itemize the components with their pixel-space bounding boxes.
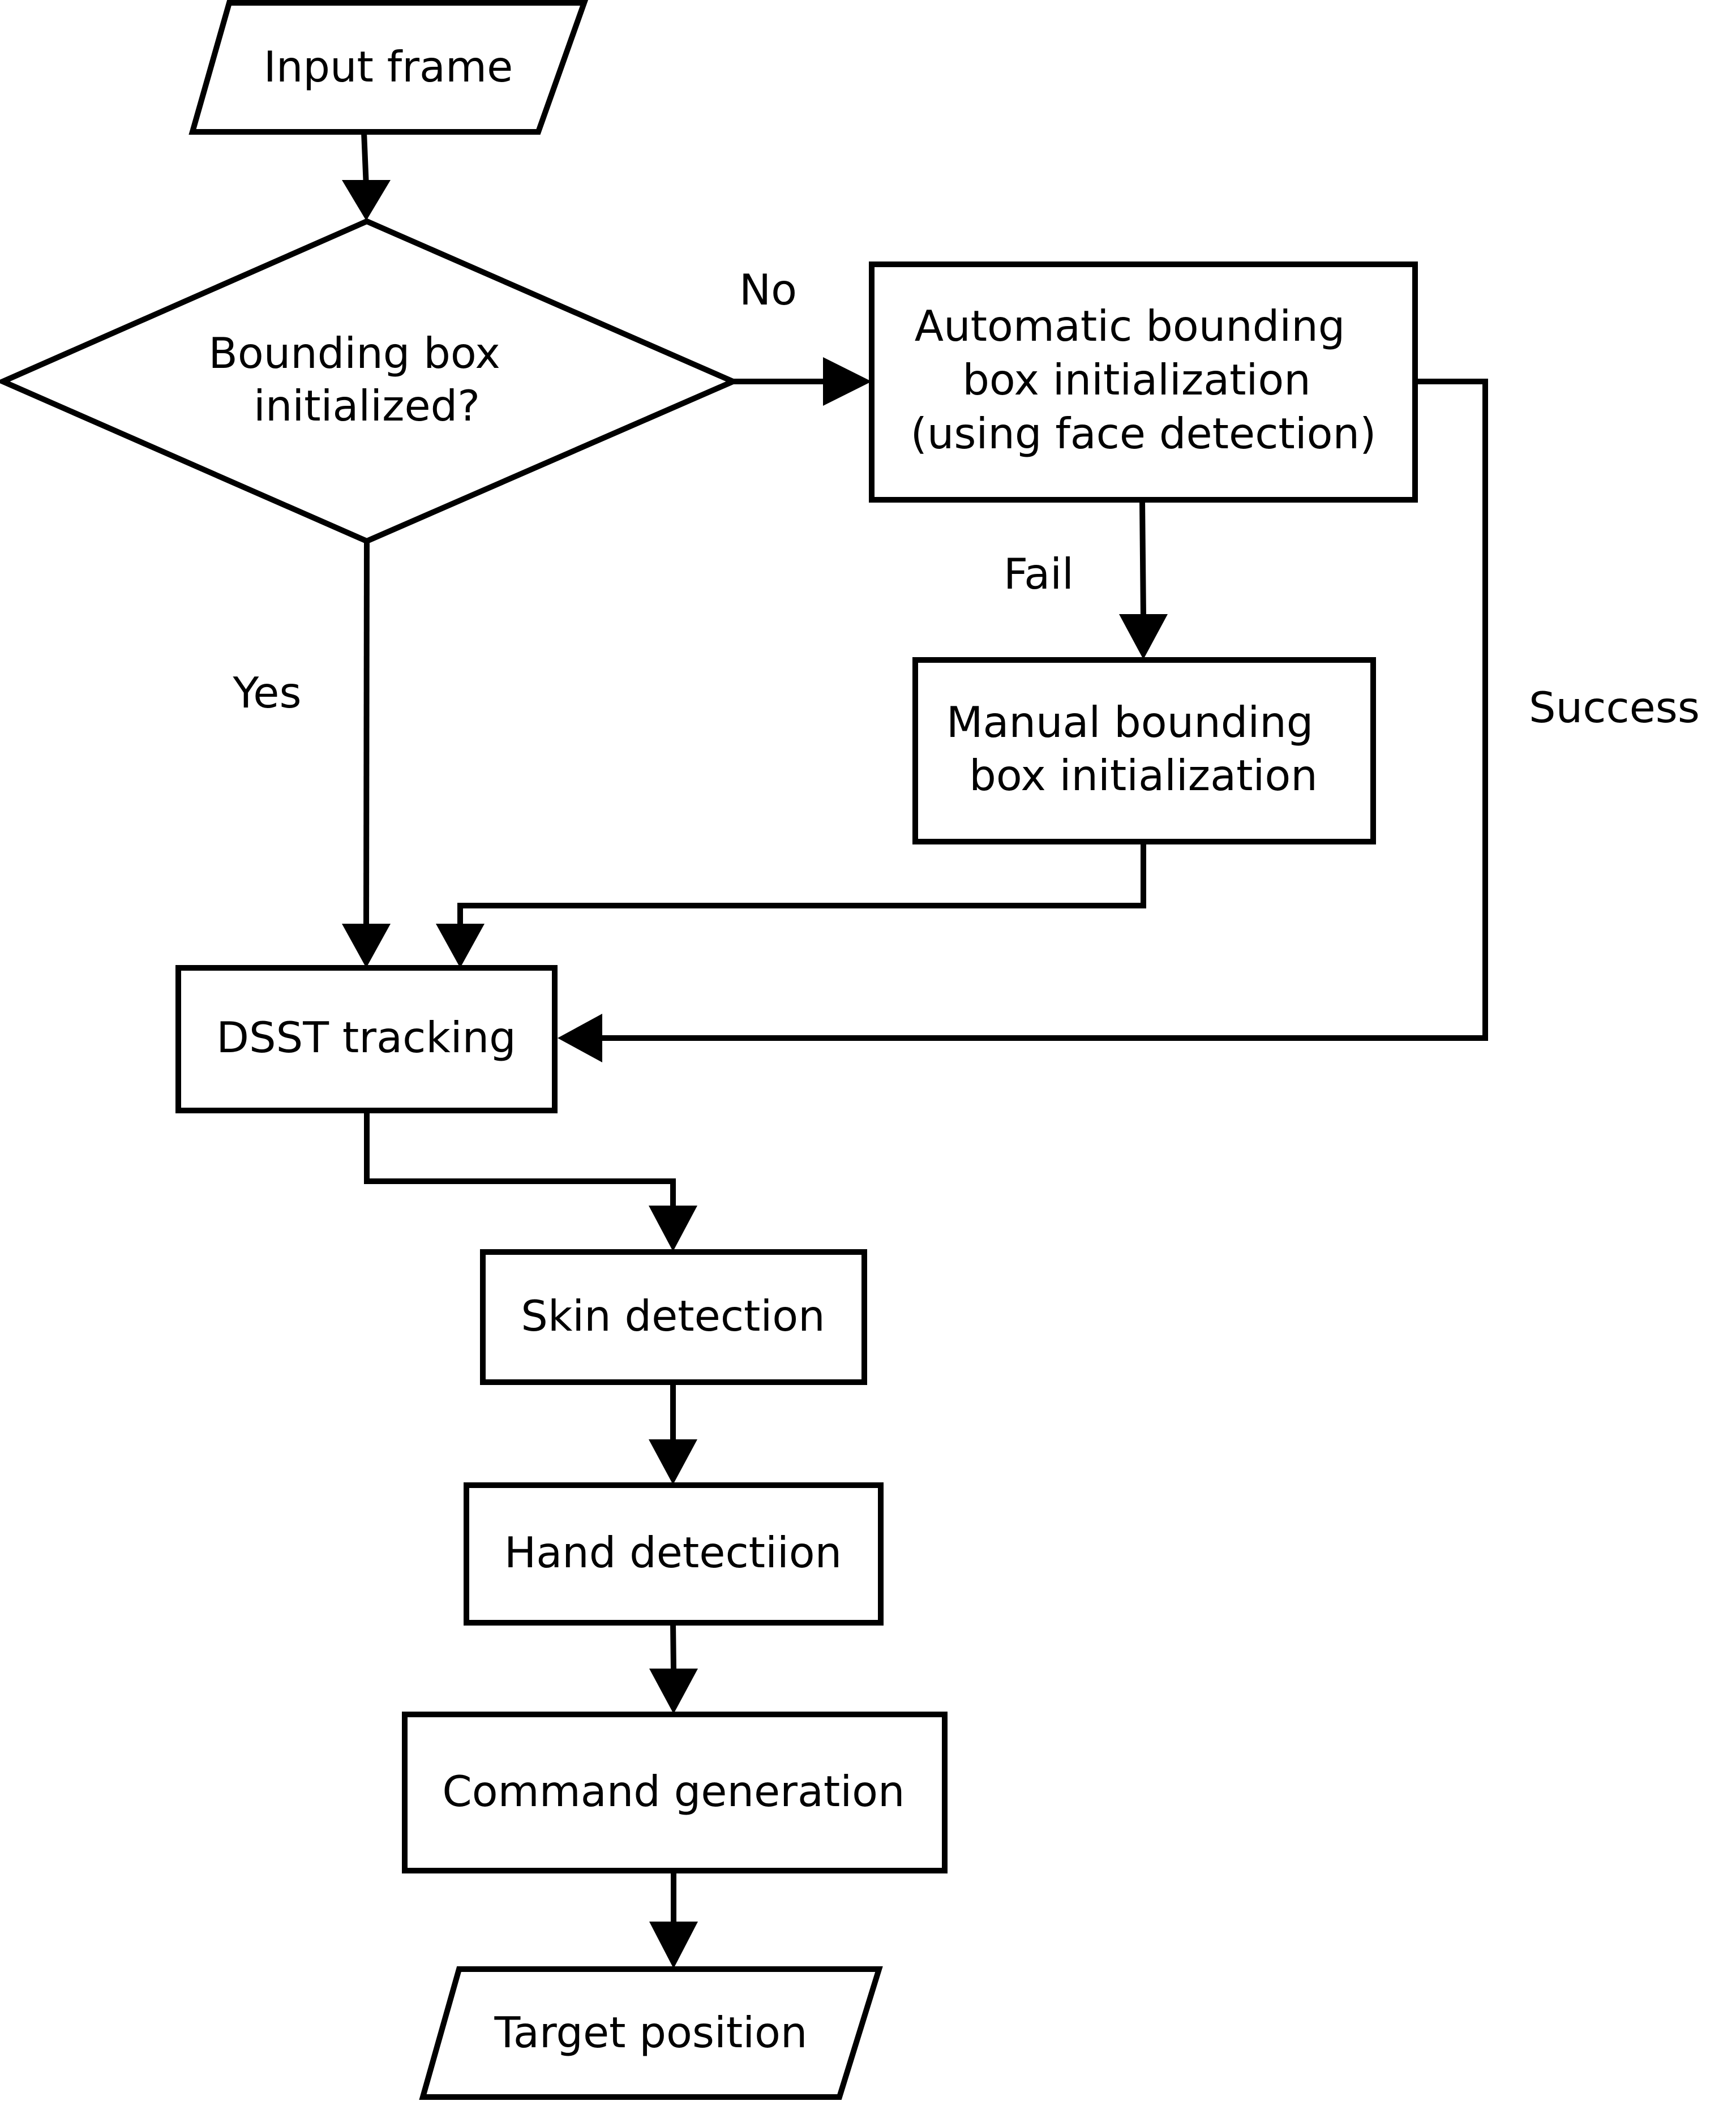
auto-init-node: Automatic bounding box initialization (u… xyxy=(869,261,1418,503)
edge-labels: No Yes Fail Success xyxy=(232,265,1699,732)
manual-init-label: Manual bounding box initialization xyxy=(946,697,1327,800)
dsst-label: DSST tracking xyxy=(216,1013,516,1062)
command-node: Command generation xyxy=(402,1712,948,1873)
hand-box xyxy=(464,1482,884,1626)
decision-label: Bounding box initialized? xyxy=(208,328,513,431)
skin-label: Skin detection xyxy=(521,1291,825,1341)
manual-init-node: Manual bounding box initialization xyxy=(912,657,1376,844)
edge-decision-yes xyxy=(363,541,370,929)
dsst-box xyxy=(175,965,558,1113)
arrowhead-dsst-manual xyxy=(436,924,485,968)
decision-node: Bounding box initialized? xyxy=(0,218,740,544)
dsst-node: DSST tracking xyxy=(175,965,558,1113)
arrowhead-command xyxy=(649,1669,698,1714)
edge-auto-fail xyxy=(1139,499,1146,618)
decision-label-line-2: initialized? xyxy=(254,381,480,431)
arrowhead-target xyxy=(649,1922,698,1969)
auto-init-box xyxy=(869,261,1418,503)
arrowhead-decision xyxy=(342,180,391,221)
manual-init-label-line-1: Manual bounding xyxy=(946,697,1314,747)
edge-label-success: Success xyxy=(1529,683,1700,732)
target-node: Target position xyxy=(419,1966,883,2100)
edge-input-to-decision xyxy=(361,131,369,187)
hand-node: Hand detectiion xyxy=(464,1482,884,1626)
edge-label-fail: Fail xyxy=(1004,549,1074,599)
input-frame-node: Input frame xyxy=(188,0,589,135)
skin-node: Skin detection xyxy=(480,1249,867,1385)
skin-box xyxy=(480,1249,867,1385)
arrowhead-skin xyxy=(649,1206,697,1251)
arrowhead-dsst-success xyxy=(558,1014,602,1062)
input-frame-label: Input frame xyxy=(264,42,513,92)
arrowhead-manual-init xyxy=(1119,614,1168,659)
arrowhead-dsst-yes xyxy=(342,924,391,968)
connectors xyxy=(342,131,1488,1969)
edge-dsst-to-skin xyxy=(364,1110,676,1208)
auto-init-label-line-1: Automatic bounding xyxy=(915,301,1345,351)
auto-init-label-line-2: box initialization xyxy=(962,355,1311,405)
target-label: Target position xyxy=(494,2008,808,2057)
edge-label-no: No xyxy=(739,265,797,315)
decision-label-line-1: Bounding box xyxy=(208,328,500,378)
decision-diamond xyxy=(0,218,740,544)
command-label: Command generation xyxy=(442,1766,905,1816)
manual-init-box xyxy=(912,657,1376,844)
arrowhead-hand xyxy=(649,1439,697,1485)
arrowhead-auto-init xyxy=(823,357,872,406)
hand-label: Hand detectiion xyxy=(504,1528,842,1577)
edge-auto-success xyxy=(594,379,1488,1041)
edge-label-yes: Yes xyxy=(232,668,301,718)
auto-init-label: Automatic bounding box initialization (u… xyxy=(911,301,1377,458)
manual-init-label-line-2: box initialization xyxy=(969,751,1318,800)
target-parallelogram xyxy=(419,1966,883,2100)
input-frame-parallelogram xyxy=(188,0,589,135)
command-box xyxy=(402,1712,948,1873)
auto-init-label-line-3: (using face detection) xyxy=(911,409,1377,458)
edge-hand-to-command xyxy=(670,1622,676,1670)
edge-manual-to-dsst xyxy=(457,842,1146,928)
